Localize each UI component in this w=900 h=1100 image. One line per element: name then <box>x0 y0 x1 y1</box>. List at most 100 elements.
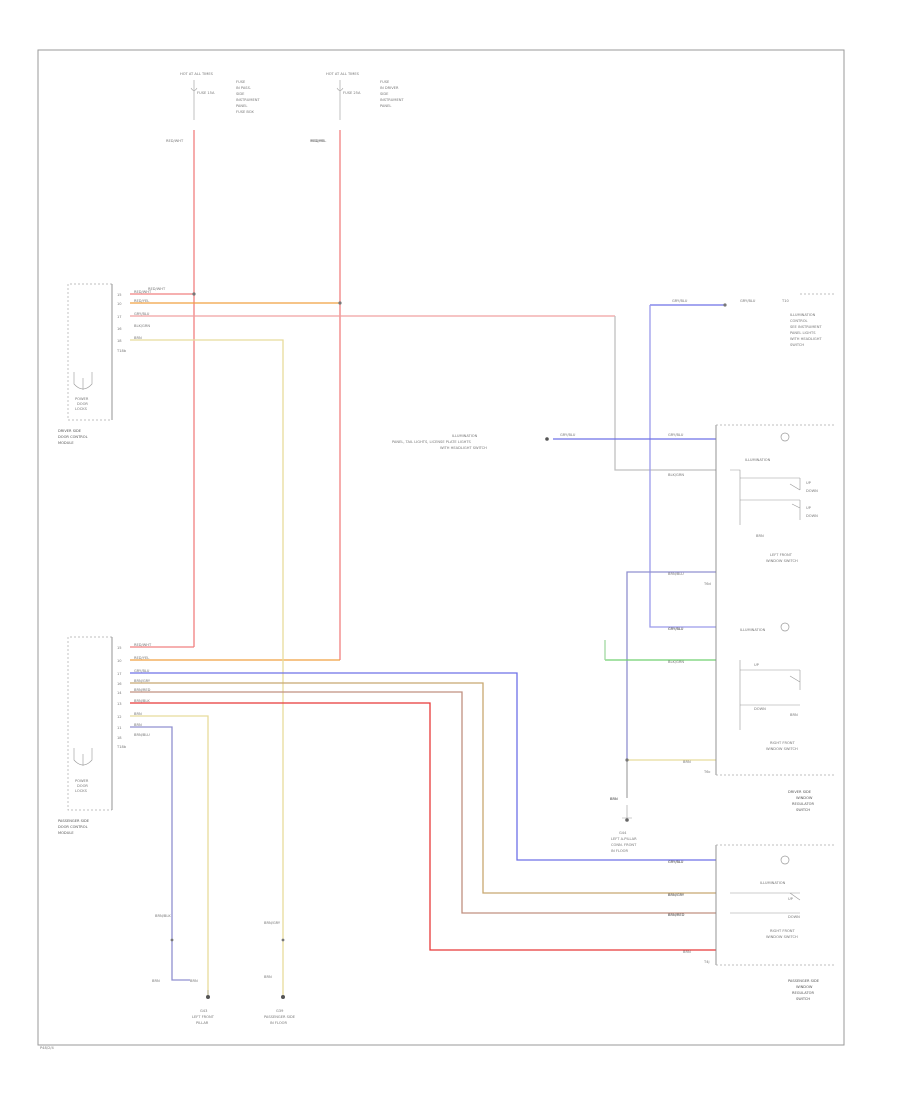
top-note-pin: T10 <box>781 299 789 303</box>
wire-label-brn-b3: BRN <box>190 979 198 983</box>
driver-switch-title-1: WINDOW <box>796 796 813 800</box>
wire-gray-illum-down <box>614 316 716 471</box>
wire-label-brn-pass: BRN <box>683 950 691 954</box>
fuse-left-fuse: FUSE 15A <box>197 91 215 95</box>
fuse-right-desc-2: SIDE <box>380 92 389 96</box>
splice-dot <box>545 437 549 441</box>
splice-dot <box>625 758 629 762</box>
ground-right-desc-2: IN FLOOR <box>270 1021 287 1025</box>
driver-module-title-0: DRIVER SIDE <box>58 429 82 433</box>
illumination-note-top: T10 GRY/BLU GRY/BLU ILLUMINATION CONTROL… <box>672 293 836 347</box>
pass-up: UP <box>788 897 794 901</box>
lamp-icon <box>780 432 790 442</box>
wire-label-blk-grn-1: BLK/GRN <box>668 473 684 477</box>
driver-module-title-1: DOOR CONTROL <box>58 435 88 439</box>
driver-pin-wire-0: RED/WHT <box>134 290 152 294</box>
passenger-door-module: 15 10 17 16 14 13 12 11 18 RED/WHT RED/Y… <box>58 636 152 835</box>
pass-illumination: ILLUMINATION <box>760 881 786 885</box>
wire-label-red-wht-2: RED/WHT <box>148 287 166 291</box>
ground-right: BRN/GRY BRN G39 PASSENGER SIDE IN FLOOR <box>264 921 296 1025</box>
ground-mid-symbol <box>622 805 632 819</box>
driver-switch-title-3: SWITCH <box>796 808 810 812</box>
wire-violet-pass-ground <box>130 726 190 981</box>
wire-label-blk-grn-2: BLK/GRN <box>668 660 684 664</box>
driver-door-module: 15 10 17 16 18 RED/WHT RED/YEL GRY/BLU B… <box>58 283 152 445</box>
driver-icon-label-2: LOCKS <box>75 407 88 411</box>
fuse-right-desc-0: FUSE <box>380 80 390 84</box>
rf-down: DOWN <box>754 707 766 711</box>
wire-label-brn-mid: BRN <box>610 797 618 801</box>
wire-label-brn-r1: BRN <box>756 534 764 538</box>
fuse-right-desc-1: IN DRIVER <box>380 86 399 90</box>
fuse-right-header: HOT AT ALL TIMES <box>326 72 360 76</box>
mid-note-1: PANEL, TAIL LIGHTS, LICENSE PLATE LIGHTS <box>392 440 472 444</box>
splice-dot <box>723 303 727 307</box>
pass-pin-wire-2: GRY/BLU <box>134 669 150 673</box>
pass-pin-wire-8: BRN/BLU <box>134 733 150 737</box>
rf-up: UP <box>754 663 760 667</box>
top-note-desc-3: PANEL LIGHTS <box>790 331 816 335</box>
splices <box>170 292 727 942</box>
rf-switch-contacts <box>739 660 801 730</box>
lf-title-1: WINDOW SWITCH <box>766 559 798 563</box>
fuse-right-symbol <box>336 80 344 120</box>
wire-label-gry-blu-lr: GRY/BLU <box>668 627 684 631</box>
lf-conn: T6d <box>703 582 711 586</box>
wire-brown-pass <box>130 691 716 914</box>
fuse-left-desc-5: FUSE BOX <box>236 110 254 114</box>
pass-icon-label-1: DOOR <box>77 784 88 788</box>
pass-switch-title-0: PASSENGER SIDE <box>788 979 820 983</box>
wire-label-brn-gry-2: BRN/GRY <box>264 921 281 925</box>
wire-label-red-yel-1: RED/YEL <box>311 139 326 143</box>
wire-violet-lf <box>626 571 716 760</box>
driver-module-outline <box>67 283 112 421</box>
pass-pin-6: 12 <box>117 715 122 719</box>
ground-mid-label: BRN <box>610 797 618 801</box>
pass-pin-wire-3: BRN/GRY <box>134 679 151 683</box>
rf-conn: T6c <box>703 770 710 774</box>
wire-label-brn-gry: BRN/GRY <box>668 893 685 897</box>
driver-pin-0: 15 <box>117 293 122 297</box>
lf-up-0: UP <box>806 481 812 485</box>
wire-label-gry-blu-top: GRY/BLU <box>672 299 688 303</box>
top-note-wire: GRY/BLU <box>740 299 756 303</box>
pass-module-title-2: MODULE <box>58 831 74 835</box>
fuse-right-desc-3: INSTRUMENT <box>380 98 404 102</box>
driver-icon-label-0: POWER <box>75 397 89 401</box>
wire-tan-pass <box>130 682 716 894</box>
ground-left-desc-2: PILLAR <box>196 1021 209 1025</box>
wire-label-brn-gry-pass: BRN/GRY <box>668 893 685 897</box>
diagram-frame <box>37 49 845 1046</box>
driver-pin-wire-4: BRN <box>134 336 142 340</box>
splice-dot <box>281 938 285 942</box>
misc-wire-labels: RED/WHT RED/YEL GRY/BLU BRN/GRY BRN/RED … <box>148 139 685 917</box>
driver-pin-2: 17 <box>117 315 122 319</box>
pass-down: DOWN <box>788 915 800 919</box>
ground-left-desc-0: G43 <box>200 1009 207 1013</box>
wire-label-brn-red: BRN/RED <box>668 913 685 917</box>
ground-icon <box>625 818 629 822</box>
driver-module-title-2: MODULE <box>58 441 74 445</box>
rf-illumination: ILLUMINATION <box>740 628 766 632</box>
splice-dot <box>338 301 342 305</box>
driver-switch-title-2: REGULATOR <box>792 802 814 806</box>
ground-right-desc-1: PASSENGER SIDE <box>264 1015 296 1019</box>
fuse-left-desc-0: FUSE <box>236 80 246 84</box>
ground-mid-desc-3: IN FLOOR <box>611 849 628 853</box>
rf-title-1: WINDOW SWITCH <box>766 747 798 751</box>
lf-switch-contacts <box>730 469 801 525</box>
wire-red-pass <box>130 702 716 951</box>
wire-label-brn-gnd: BRN <box>683 760 691 764</box>
pass-pin-8: 18 <box>117 736 122 740</box>
fuse-left-desc-1: IN PASS. <box>236 86 251 90</box>
driver-pin-wire-1: RED/YEL <box>134 299 149 303</box>
pass-pin-wire-5: BRN/BLK <box>134 699 150 703</box>
pass-pin-wire-4: BRN/RED <box>134 688 151 692</box>
rf-title-0: RIGHT FRONT <box>770 741 795 745</box>
lf-illumination: ILLUMINATION <box>745 458 771 462</box>
pass-pin-3: 16 <box>117 682 122 686</box>
pass-pin-wire-1: RED/YEL <box>134 656 149 660</box>
driver-pin-3: 16 <box>117 327 122 331</box>
ground-icon <box>206 995 210 999</box>
